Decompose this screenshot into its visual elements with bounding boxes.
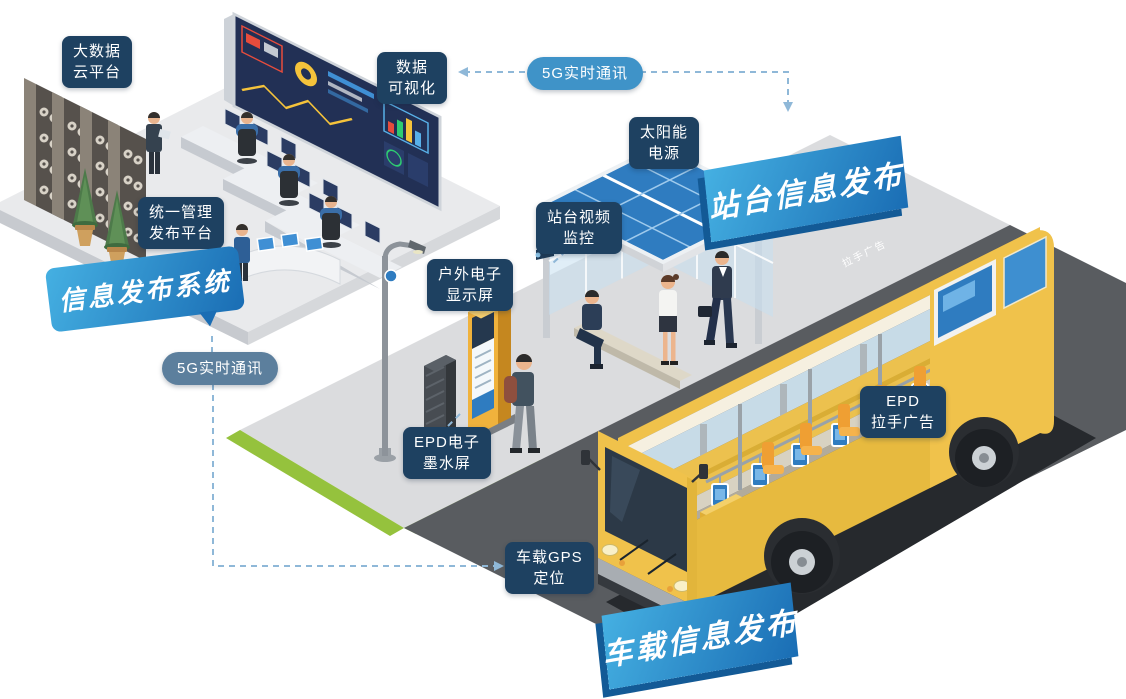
walking-businessman xyxy=(698,251,737,348)
mirror-right xyxy=(699,464,708,479)
badge-line: 5G实时通讯 xyxy=(542,65,629,82)
badge-line: 发布平台 xyxy=(149,225,214,242)
badge-line: EPD xyxy=(886,393,920,410)
standing-technician xyxy=(146,112,171,174)
pedestrian-backpack xyxy=(504,354,540,453)
badge-line: 数据 xyxy=(396,59,429,76)
headlight-left xyxy=(601,544,619,556)
mirror-left xyxy=(581,450,590,465)
street-lamp xyxy=(374,240,426,462)
badge-big-data-cloud: 大数据 云平台 xyxy=(62,36,133,88)
badge-line: 云平台 xyxy=(73,64,122,81)
badge-line: 太阳能 xyxy=(640,124,689,141)
badge-line: 拉手广告 xyxy=(871,414,936,431)
badge-line: 定位 xyxy=(533,570,566,587)
ribbon-tail xyxy=(199,310,219,328)
badge-line: 监控 xyxy=(563,230,596,247)
badge-epd-handle-ads: EPD 拉手广告 xyxy=(860,386,947,438)
badge-line: 统一管理 xyxy=(149,204,214,221)
lamp-sign-icon xyxy=(384,269,398,283)
ribbon-text: 信息发布系统 xyxy=(56,264,234,316)
badge-line: 车载GPS xyxy=(516,549,583,566)
badge-line: 墨水屏 xyxy=(422,455,471,472)
badge-line: 户外电子 xyxy=(438,266,503,283)
badge-5g-top: 5G实时通讯 xyxy=(527,57,644,90)
badge-epd-ink: EPD电子 墨水屏 xyxy=(403,427,491,479)
badge-solar-power: 太阳能 电源 xyxy=(629,117,700,169)
badge-line: 电源 xyxy=(648,145,681,162)
standing-woman xyxy=(659,274,679,365)
badge-line: 可视化 xyxy=(388,80,437,97)
grass-strip xyxy=(226,430,404,536)
outdoor-display-kiosk xyxy=(464,297,515,448)
badge-unified-platform: 统一管理 发布平台 xyxy=(138,197,225,249)
badge-line: 大数据 xyxy=(73,43,122,60)
bus-wheels xyxy=(764,417,1019,594)
bus-rear-section xyxy=(930,230,1054,488)
a-pillar xyxy=(687,477,697,608)
badge-outdoor-display: 户外电子 显示屏 xyxy=(427,259,514,311)
connector-lines xyxy=(211,67,793,571)
badge-line: 显示屏 xyxy=(446,287,495,304)
badge-line: EPD电子 xyxy=(414,434,480,451)
rear-side-window xyxy=(1003,235,1047,310)
badge-5g-left: 5G实时通讯 xyxy=(162,352,279,385)
monitor-wall xyxy=(224,11,442,212)
waiting-passengers xyxy=(576,251,737,369)
badge-data-visualization: 数据 可视化 xyxy=(377,52,448,104)
badge-line: 5G实时通讯 xyxy=(177,360,264,377)
shelter-post-left xyxy=(543,206,550,338)
badge-station-cctv: 站台视频 监控 xyxy=(536,202,623,254)
badge-line: 站台视频 xyxy=(547,209,612,226)
badge-vehicle-gps: 车载GPS 定位 xyxy=(505,542,594,594)
sitting-man xyxy=(576,290,604,369)
